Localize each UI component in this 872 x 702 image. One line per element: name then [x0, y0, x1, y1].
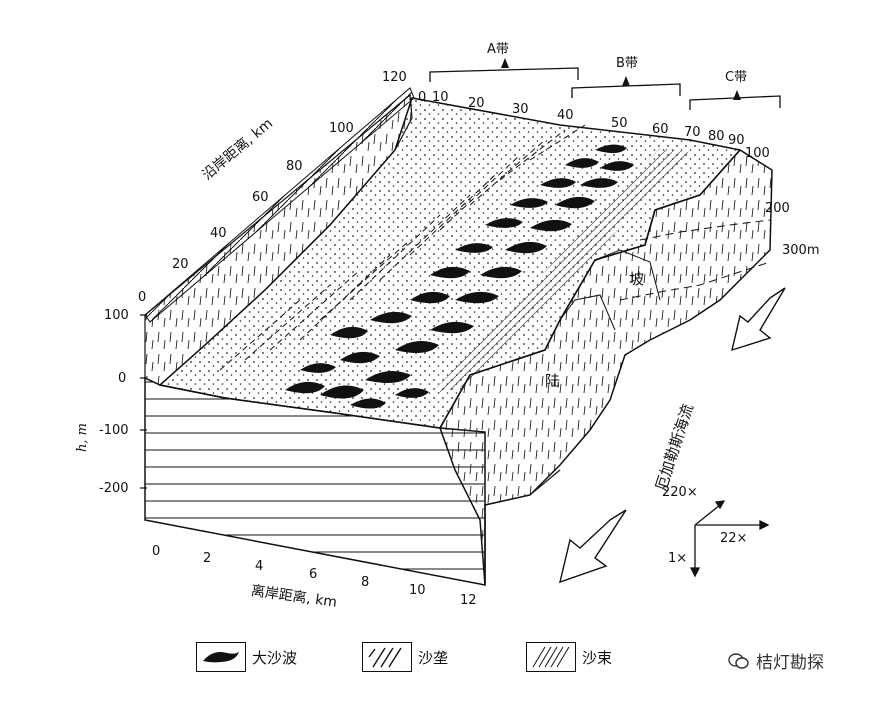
contour-200-label: 200	[765, 201, 790, 216]
legend-label: 大沙波	[252, 648, 298, 667]
top-scale-80: 80	[708, 129, 725, 144]
legend-item-large-sand-wave: 大沙波	[196, 640, 297, 674]
sand-ribbon-icon	[526, 642, 576, 672]
top-scale-50: 50	[611, 116, 628, 131]
alongshore-tick-100: 100	[329, 121, 354, 136]
offshore-tick-0: 0	[152, 544, 161, 559]
h-axis-title: h, m	[75, 423, 90, 452]
alongshore-tick-80: 80	[286, 159, 303, 174]
wechat-icon	[728, 652, 749, 669]
watermark-text: 桔灯勘探	[756, 653, 824, 673]
top-scale-10: 10	[432, 90, 449, 105]
top-scale-20: 20	[468, 96, 485, 111]
zone-a-label: A带	[487, 42, 509, 57]
top-scale-30: 30	[512, 102, 529, 117]
slope-label-part1: 陆	[545, 372, 561, 390]
top-scale-100: 100	[745, 146, 770, 161]
h-tick-0: 0	[118, 371, 127, 386]
sand-wave-field	[285, 144, 634, 409]
top-scale-40: 40	[557, 108, 574, 123]
offshore-tick-12: 12	[460, 593, 477, 608]
top-scale-0: 0	[418, 90, 427, 105]
alongshore-tick-40: 40	[210, 226, 227, 241]
alongshore-tick-120: 120	[382, 70, 407, 85]
offshore-tick-10: 10	[409, 583, 426, 598]
scale-y-label: 220×	[662, 485, 698, 500]
offshore-tick-8: 8	[361, 575, 370, 590]
scale-axes	[689, 500, 770, 578]
alongshore-tick-60: 60	[252, 190, 269, 205]
legend-label: 沙束	[582, 648, 613, 667]
top-scale-70: 70	[684, 125, 701, 140]
contour-300-label: 300m	[782, 243, 820, 258]
offshore-tick-4: 4	[255, 559, 264, 574]
alongshore-tick-0: 0	[138, 290, 147, 305]
top-scale-90: 90	[728, 133, 745, 148]
h-tick-100: 100	[104, 308, 129, 323]
alongshore-tick-20: 20	[172, 257, 189, 272]
h-tick-neg200: -200	[99, 481, 129, 496]
sand-ridge-icon	[362, 642, 412, 672]
slope-label-part2: 坡	[629, 270, 645, 288]
watermark: 桔灯勘探	[728, 648, 824, 673]
top-scale-60: 60	[652, 122, 669, 137]
scale-x-label: 22×	[720, 531, 748, 546]
legend-item-sand-ribbon: 沙束	[526, 640, 612, 674]
scale-z-label: 1×	[668, 551, 688, 566]
legend-label: 沙垄	[418, 648, 449, 667]
sand-ridge-marks	[219, 124, 586, 371]
zone-b-label: B带	[616, 56, 638, 71]
offshore-tick-6: 6	[309, 567, 318, 582]
current-arrows	[559, 287, 786, 584]
h-tick-neg100: -100	[99, 423, 129, 438]
legend-item-sand-ridge: 沙垄	[362, 640, 448, 674]
contour-300	[619, 261, 771, 301]
zone-c-label: C带	[725, 70, 748, 85]
sand-ribbon-band	[430, 148, 690, 395]
large-sand-wave-icon	[196, 642, 246, 672]
offshore-tick-2: 2	[203, 551, 212, 566]
contour-200	[639, 219, 771, 241]
